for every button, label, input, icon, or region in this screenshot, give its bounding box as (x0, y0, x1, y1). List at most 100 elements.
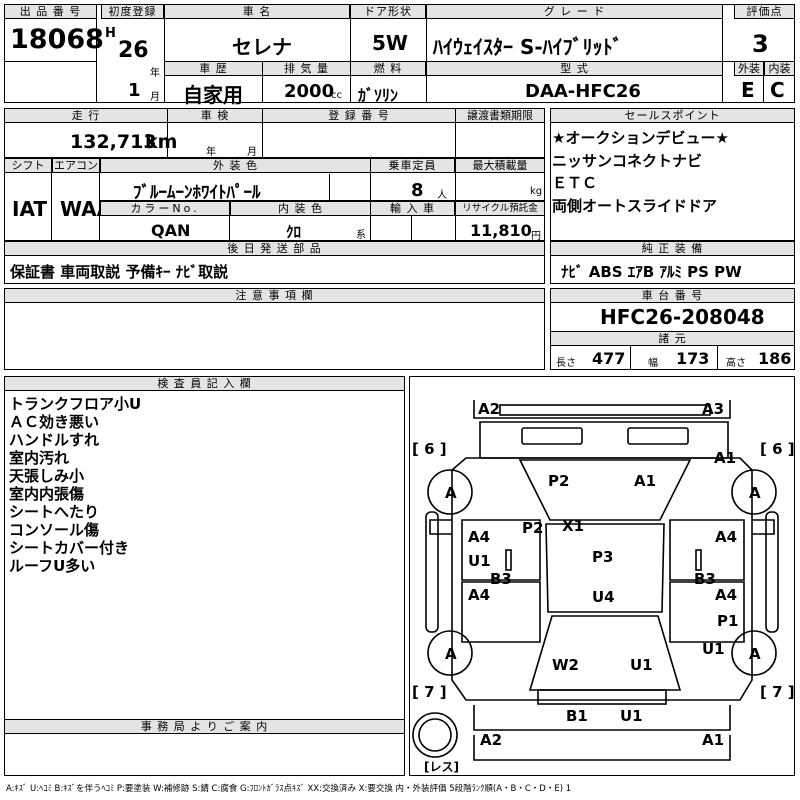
sales-point-item: ニッサンコネクトナビ (552, 151, 703, 170)
sales-point-item: 両側オートスライドドア (552, 196, 718, 215)
mark-left-rear-door: A4 (468, 586, 490, 604)
model-code-label: 型 式 (426, 61, 723, 76)
spare-tire-label: [レス] (424, 760, 459, 774)
later-items-label: 後 日 発 送 部 品 (4, 241, 545, 256)
office-notice-label: 事 務 局 よ り ご 案 内 (4, 719, 405, 734)
left-mirror (429, 519, 452, 535)
mark-right-pillar-b: B3 (694, 570, 716, 588)
row3-line (100, 200, 545, 201)
rear-lamps (537, 689, 667, 705)
shift-label: シフト (4, 158, 52, 173)
tire-tread-front-left: [ 6 ] (412, 440, 447, 458)
interior-label: 内装 (764, 61, 795, 76)
front-grille (499, 404, 711, 416)
divider-v18 (229, 201, 230, 241)
door-label: ドア形状 (350, 4, 426, 19)
mark-rear-lower-right: A1 (702, 731, 724, 749)
width-label: 幅 (648, 358, 658, 369)
inspector-memo-list: トランクフロア小U ＡＣ効き悪い ハンドルすれ 室内汚れ 天張しみ小 室内内張傷… (9, 395, 141, 575)
history-value: 自家用 (183, 83, 243, 107)
recycle-label: リサイクル預託金 (455, 201, 545, 216)
mark-roof-front: P3 (592, 548, 613, 566)
chassis-no-label: 車 台 番 号 (550, 288, 795, 303)
fuel-value: ｶﾞｿﾘﾝ (358, 86, 399, 105)
mark-rear-lower-left: A2 (480, 731, 502, 749)
chassis-no-value: HFC26-208048 (600, 305, 765, 329)
int-color-label: 内 装 色 (230, 201, 371, 216)
tire-tread-rear-right: [ 7 ] (760, 683, 795, 701)
int-color-unit: 系 (356, 230, 366, 241)
height-label: 高さ (726, 358, 746, 369)
mark-rear-left-tire: A (445, 645, 457, 663)
inspection-month-unit: 月 (247, 147, 257, 158)
front-right-tire (731, 469, 777, 515)
rear-window (528, 615, 682, 691)
mark-front-left-tire: A (445, 484, 457, 502)
mark-front-bumper-left: A2 (478, 400, 500, 418)
height-value: 186 (758, 349, 792, 368)
mileage-unit: km (145, 131, 178, 153)
divider-v3 (350, 4, 351, 62)
mark-hood-right: A1 (634, 472, 656, 490)
sales-point-item: ★オークションデビュー★ (552, 129, 729, 147)
divider-v14 (99, 158, 100, 241)
recycle-unit: 円 (531, 231, 541, 242)
exterior-value: E (741, 78, 755, 102)
first-reg-label: 初度登録 (101, 4, 164, 19)
memo-item: ハンドルすれ (9, 431, 100, 449)
dimensions-label: 諸 元 (550, 331, 795, 346)
sales-point-label: セールスポイント (550, 108, 795, 123)
mark-left-front-door-2: U1 (468, 552, 491, 570)
car-name-value: セレナ (232, 35, 292, 59)
divider-v6 (262, 61, 263, 103)
first-reg-month: 1 (128, 80, 141, 101)
model-code-value: DAA-HFC26 (525, 81, 641, 102)
mark-rear-bumper-right: U1 (620, 707, 643, 725)
divider-v5 (722, 4, 723, 103)
spare-tire (412, 712, 458, 758)
inspection-year-unit: 年 (206, 147, 216, 158)
inspection-label: 車 検 (167, 108, 263, 123)
max-load-unit: kg (530, 186, 543, 197)
right-sill (765, 511, 779, 633)
recycle-value: 11,810 (470, 221, 532, 240)
mark-right-rear-door-2: P1 (717, 612, 738, 630)
max-load-label: 最大積載量 (455, 158, 545, 173)
memo-item: コンソール傷 (9, 521, 100, 539)
transfer-deadline-label: 譲渡書類期限 (455, 108, 545, 123)
capacity-unit: 人 (437, 190, 447, 201)
front-left-tire (427, 469, 473, 515)
length-value: 477 (592, 349, 626, 368)
mileage-label: 走 行 (4, 108, 168, 123)
mark-rear-window-left: W2 (552, 656, 579, 674)
later-items-value: 保証書 車両取説 予備ｷｰ ﾅﾋﾞ取説 (10, 263, 229, 281)
displacement-unit: cc (331, 90, 342, 101)
displacement-value: 2000 (284, 81, 335, 102)
capacity-label: 乗車定員 (370, 158, 455, 173)
int-color-value: ｸﾛ (286, 223, 302, 241)
inspector-memo-label: 検 査 員 記 入 欄 (4, 376, 405, 391)
ac-label: エアコン (52, 158, 100, 173)
mark-rear-right-tire: A (749, 645, 761, 663)
left-front-door (461, 519, 541, 581)
divider-v10 (167, 108, 168, 158)
sales-point-list: ★オークションデビュー★ ニッサンコネクトナビ ＥＴＣ 両側オートスライドドア (552, 127, 729, 217)
score-value: 3 (752, 30, 769, 58)
mark-left-pillar: P2 (522, 519, 543, 537)
displacement-label: 排 気 量 (262, 61, 351, 76)
capacity-value: 8 (411, 180, 424, 201)
divider-v21 (717, 346, 718, 370)
color-no-label: カラーNo. (100, 201, 230, 216)
width-value: 173 (676, 349, 710, 368)
grade-value: ﾊｲｳｪｲｽﾀｰ S-ﾊｲﾌﾞﾘｯﾄﾞ (433, 35, 623, 59)
divider-v15 (329, 174, 330, 200)
roof (545, 523, 665, 613)
memo-item: 天張しみ小 (9, 467, 85, 485)
divider-v16 (370, 158, 371, 241)
door-value: 5W (372, 31, 408, 55)
right-mirror (752, 519, 775, 535)
divider-v1 (96, 4, 97, 103)
oem-equip-label: 純 正 装 備 (550, 241, 795, 256)
divider-v17 (455, 158, 456, 241)
mileage-value: 132,713 (70, 131, 157, 153)
